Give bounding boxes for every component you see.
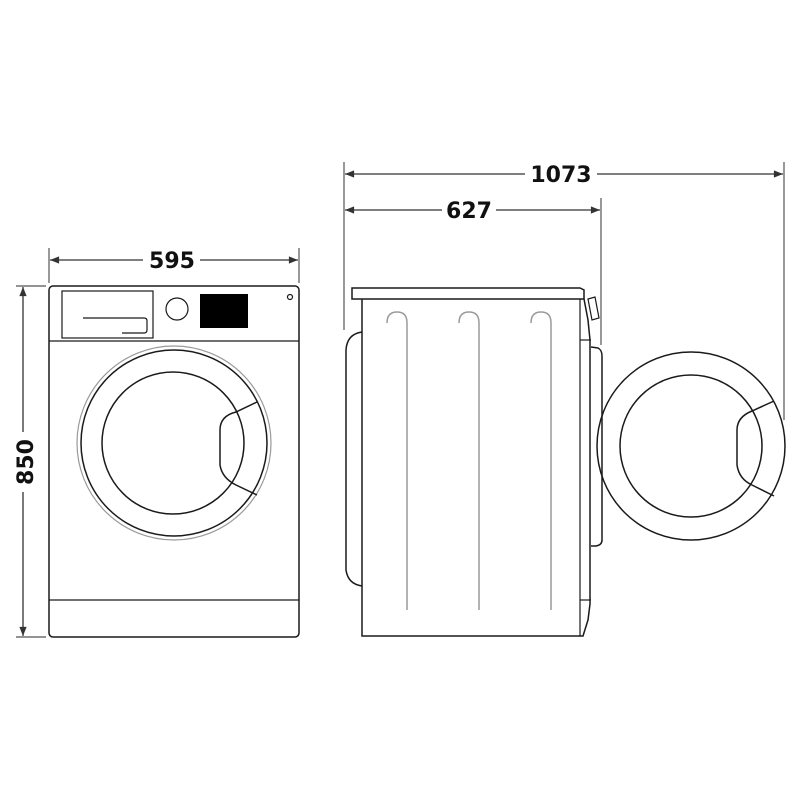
height-label: 850 bbox=[14, 439, 39, 485]
door-handle bbox=[219, 401, 258, 496]
open-door bbox=[596, 351, 786, 541]
display-panel bbox=[200, 294, 248, 328]
height-dimension: 850 bbox=[14, 285, 46, 638]
machine-side-body bbox=[361, 298, 591, 637]
depth-door-open-label: 1073 bbox=[530, 163, 591, 188]
width-label: 595 bbox=[149, 249, 195, 274]
power-indicator bbox=[286, 293, 294, 301]
detergent-drawer bbox=[61, 290, 154, 339]
width-dimension: 595 bbox=[48, 248, 300, 283]
drawer-handle bbox=[83, 317, 148, 334]
depth-label: 627 bbox=[446, 199, 492, 224]
depth-dimension: 627 bbox=[344, 198, 602, 345]
top-lid bbox=[351, 287, 585, 300]
door-handle-open bbox=[736, 400, 775, 497]
front-door bbox=[76, 345, 272, 541]
front-view: 595 850 bbox=[14, 248, 300, 638]
program-knob bbox=[165, 297, 189, 321]
side-view: 1073 627 bbox=[343, 162, 786, 637]
machine-front-body bbox=[48, 285, 300, 638]
side-ribs bbox=[386, 311, 552, 610]
door-side-profile bbox=[590, 346, 603, 547]
rear-bulge bbox=[345, 331, 363, 587]
depth-door-open-dimension: 1073 bbox=[343, 162, 785, 420]
knob-side bbox=[587, 296, 600, 321]
